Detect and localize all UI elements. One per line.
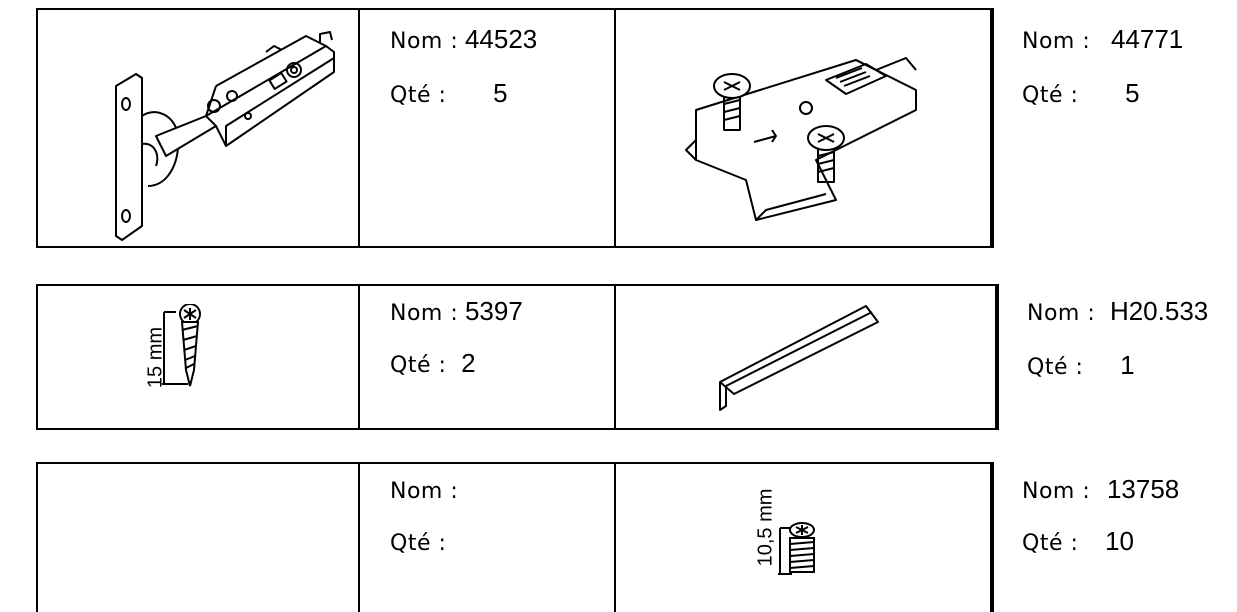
nom-value: 13758 [1106,474,1180,504]
nom-line: Nom : H20.533 [1027,296,1208,327]
qte-value: 5 [1125,78,1140,108]
qte-label: Qté : [390,353,447,378]
part-info-cell: Nom : 44523 Qté : 5 [358,10,614,246]
mounting-plate-icon [685,57,917,221]
parts-row-1: Nom : 44523 Qté : 5 [36,8,1183,248]
nom-value: 5397 [464,296,523,326]
part-info-cell: Nom : Qté : [358,464,614,612]
qte-label: Qté : [390,83,447,108]
part-image-cell [614,286,995,428]
nom-label: Nom : [390,29,459,54]
qte-line: Qté : [390,526,446,557]
nom-line: Nom : 44523 [390,24,537,55]
nom-line: Nom : [390,474,458,505]
parts-row-2: 15 mm Nom : 5397 Qté : 2 [36,284,1208,430]
part-info-cell: Nom : 13758 Qté : 10 [990,464,1179,612]
nom-line: Nom : 13758 [1022,474,1179,505]
qte-label: Qté : [1022,83,1079,108]
qte-value: 2 [461,348,476,378]
angle-profile-icon [719,305,879,411]
nom-label: Nom : [390,479,459,504]
part-info-cell: Nom : 44771 Qté : 5 [990,10,1183,246]
part-image-cell [614,10,990,246]
qte-value: 5 [493,78,508,108]
part-image-cell [38,464,358,612]
qte-line: Qté : 2 [390,348,476,379]
qte-line: Qté : 5 [390,78,508,109]
part-image-cell: 10,5 mm [614,464,990,612]
qte-value: 1 [1120,350,1135,380]
qte-line: Qté : 1 [1027,350,1135,381]
qte-line: Qté : 5 [1022,78,1140,109]
qte-label: Qté : [1027,355,1084,380]
part-info-cell: Nom : 5397 Qté : 2 [358,286,614,428]
nom-value: 44771 [1110,24,1184,54]
nom-value: 44523 [464,24,538,54]
qte-line: Qté : 10 [1022,526,1134,557]
screw-length-label: 10,5 mm [754,488,777,567]
qte-value: 10 [1105,526,1134,556]
nom-line: Nom : 44771 [1022,24,1183,55]
wood-screw-icon [162,304,201,387]
nom-label: Nom : [1022,479,1091,504]
nom-value: H20.533 [1109,296,1209,326]
concealed-hinge-icon [115,31,335,241]
part-image-cell: 15 mm [38,286,358,428]
euro-screw-icon [778,522,815,575]
part-image-cell [38,10,358,246]
nom-label: Nom : [1022,29,1091,54]
qte-label: Qté : [1022,531,1079,556]
parts-row-3: Nom : Qté : 10,5 mm Nom : 13758 Qté [36,462,1179,612]
nom-label: Nom : [390,301,459,326]
nom-line: Nom : 5397 [390,296,523,327]
nom-label: Nom : [1027,301,1096,326]
part-info-cell: Nom : H20.533 Qté : 1 [995,286,1208,428]
qte-label: Qté : [390,531,447,556]
